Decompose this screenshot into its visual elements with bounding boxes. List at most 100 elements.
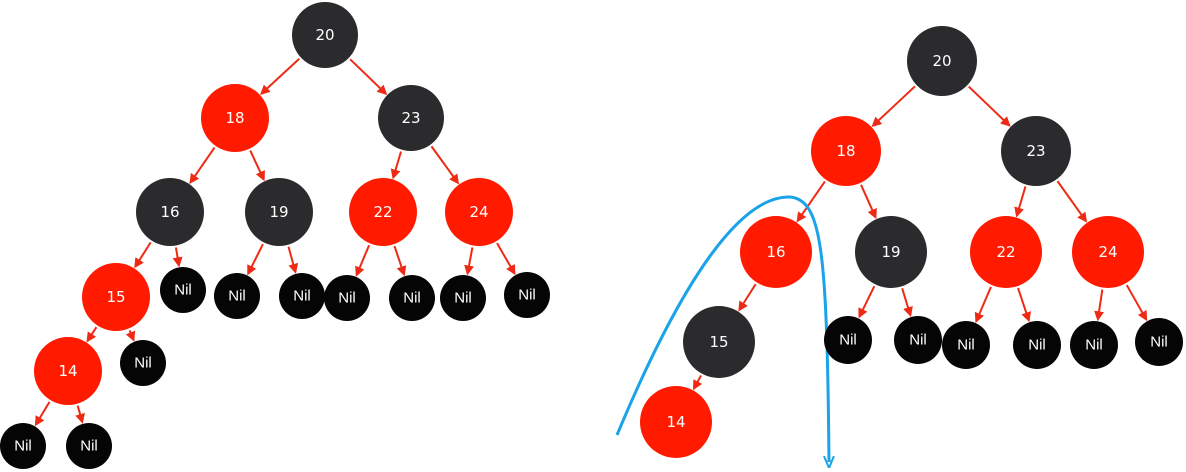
nil-node-circle [324,275,370,321]
tree-edge [693,374,703,391]
node-label: Nil [174,282,192,299]
edges-layer [34,57,1148,427]
red-node-circle [970,216,1042,288]
node-label: Nil [403,290,421,307]
node-label: Nil [957,337,975,354]
tree-edge [75,405,85,424]
node-label: Nil [518,287,536,304]
tree-edge [390,151,402,180]
node-label: 19 [269,203,288,221]
tree-edge [1125,284,1148,322]
black-node-circle [855,216,927,288]
nil-node-circle [1013,321,1061,369]
black-node-circle [378,85,444,151]
node-label: Nil [1028,337,1046,354]
red-node-circle [349,178,417,246]
tree-node: 22 [349,178,417,246]
node-label: 18 [836,142,855,160]
tree-edge [1056,180,1088,223]
nil-node-circle [389,275,435,321]
tree-edge [125,329,136,342]
tree-node: 23 [1001,116,1071,186]
tree-edge [189,147,216,185]
tree-edge [349,58,388,96]
red-node-circle [34,337,102,405]
node-label: Nil [293,288,311,305]
black-node-circle [136,178,204,246]
tree-edge [871,85,916,128]
tree-edge [249,150,265,182]
nil-leaf-node: Nil [66,423,112,469]
tree-node: 19 [855,216,927,288]
node-label: 22 [996,243,1015,261]
red-node-circle [445,178,513,246]
node-label: Nil [134,355,152,372]
node-label: 22 [373,203,392,221]
tree-edge [1017,287,1031,323]
nil-leaf-node: Nil [504,272,550,318]
node-label: 16 [160,203,179,221]
rotation-arrow [615,195,829,462]
nil-node-circle [942,321,990,369]
nil-node-circle [120,340,166,386]
nil-node-circle [1135,318,1183,366]
node-label: 20 [315,26,334,44]
nil-node-circle [824,316,872,364]
nil-node-circle [0,423,46,469]
nil-leaf-node: Nil [120,340,166,386]
black-node-circle [245,178,313,246]
tree-edge [796,180,826,223]
red-node-circle [1072,216,1144,288]
nil-node-circle [440,275,486,321]
node-label: 20 [932,52,951,70]
tree-node: 20 [907,26,977,96]
nil-leaf-node: Nil [279,273,325,319]
black-node-circle [907,26,977,96]
nil-leaf-node: Nil [894,316,942,364]
node-label: Nil [228,288,246,305]
tree-edge [858,285,876,319]
red-node-circle [811,116,881,186]
node-label: 24 [469,203,488,221]
tree-edge [1014,186,1027,218]
tree-edge [901,288,913,318]
tree-node: 15 [683,306,755,378]
tree-edge [355,244,371,277]
tree-node: 24 [1072,216,1144,288]
tree-edge [134,241,152,269]
node-label: Nil [839,332,857,349]
node-label: Nil [14,438,32,455]
tree-edge [464,247,474,276]
tree-node: 18 [201,84,269,152]
node-label: Nil [1150,334,1168,351]
node-label: 23 [401,109,420,127]
tree-node: 14 [34,337,102,405]
tree-edge [172,247,183,268]
node-label: Nil [909,332,927,349]
red-node-circle [640,386,712,458]
nil-leaf-node: Nil [160,267,206,313]
nil-leaf-node: Nil [440,275,486,321]
red-node-circle [740,216,812,288]
tree-edge [496,242,516,276]
tree-node: 18 [811,116,881,186]
nil-node-circle [1070,321,1118,369]
node-label: 19 [881,243,900,261]
nil-leaf-node: Nil [1135,318,1183,366]
nil-leaf-node: Nil [1070,321,1118,369]
nil-leaf-node: Nil [942,321,990,369]
nil-node-circle [66,423,112,469]
tree-edge [430,145,460,185]
tree-edge [247,243,264,276]
node-label: Nil [1085,337,1103,354]
tree-node: 20 [292,2,358,68]
node-label: 18 [225,109,244,127]
tree-node: 16 [740,216,812,288]
tree-node: 22 [970,216,1042,288]
tree-edge [968,85,1011,127]
tree-edge [34,401,51,427]
tree-edge [393,245,407,277]
tree-node: 24 [445,178,513,246]
